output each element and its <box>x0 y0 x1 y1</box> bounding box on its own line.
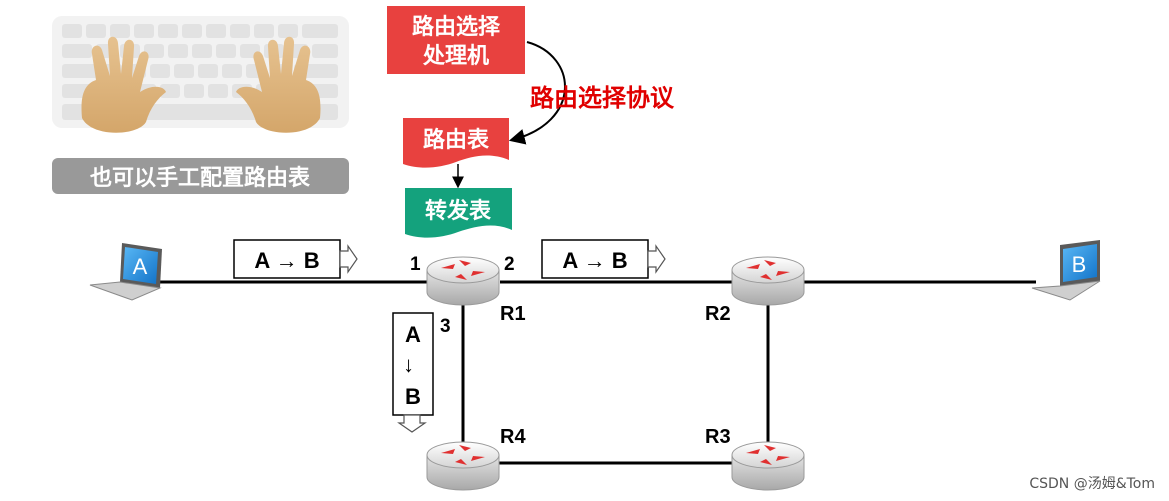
watermark: CSDN @汤姆&Tom <box>1029 476 1155 492</box>
packet-down-top: A <box>405 322 421 347</box>
packet-right <box>541 239 666 279</box>
forwarding-table-box <box>405 188 512 238</box>
host-b-laptop-icon <box>1031 240 1101 301</box>
forwarding-table-label: 转发表 <box>425 198 492 223</box>
routing-protocol-label: 路由选择协议 <box>530 84 675 112</box>
port-1-label: 1 <box>410 254 421 275</box>
keyboard-illustration <box>52 16 349 133</box>
right-hand-icon <box>236 36 321 133</box>
routing-processor-box <box>387 6 525 74</box>
routing-table-label: 路由表 <box>423 127 490 152</box>
manual-config-caption: 也可以手工配置路由表 <box>90 165 311 190</box>
router-r3-icon <box>731 441 805 491</box>
router-r4-label: R4 <box>500 426 526 448</box>
host-b-label: B <box>1072 252 1087 277</box>
packet-right-label: A → B <box>562 248 627 273</box>
router-r1-label: R1 <box>500 303 526 325</box>
host-a-label: A <box>133 254 148 279</box>
network-links <box>160 280 1036 465</box>
host-a-laptop-icon <box>89 243 162 301</box>
packet-left-label: A → B <box>254 248 319 273</box>
port-2-label: 2 <box>504 254 515 275</box>
port-3-label: 3 <box>440 316 451 337</box>
packet-down-arrow: → <box>400 355 425 377</box>
manual-config-caption-box <box>52 158 349 194</box>
router-r3-label: R3 <box>705 426 731 448</box>
packet-down-bottom: B <box>405 384 421 409</box>
routing-processor-line1: 路由选择 <box>412 14 501 39</box>
router-r2-label: R2 <box>705 303 731 325</box>
routing-processor-line2: 处理机 <box>422 43 489 68</box>
protocol-arrow <box>508 41 566 145</box>
routing-table-box <box>403 118 509 168</box>
router-r4-icon <box>426 441 500 491</box>
router-r2-icon <box>731 256 805 306</box>
router-r1-icon <box>426 256 500 306</box>
packet-left <box>233 239 358 279</box>
packet-down <box>392 312 434 433</box>
left-hand-icon <box>81 36 166 133</box>
